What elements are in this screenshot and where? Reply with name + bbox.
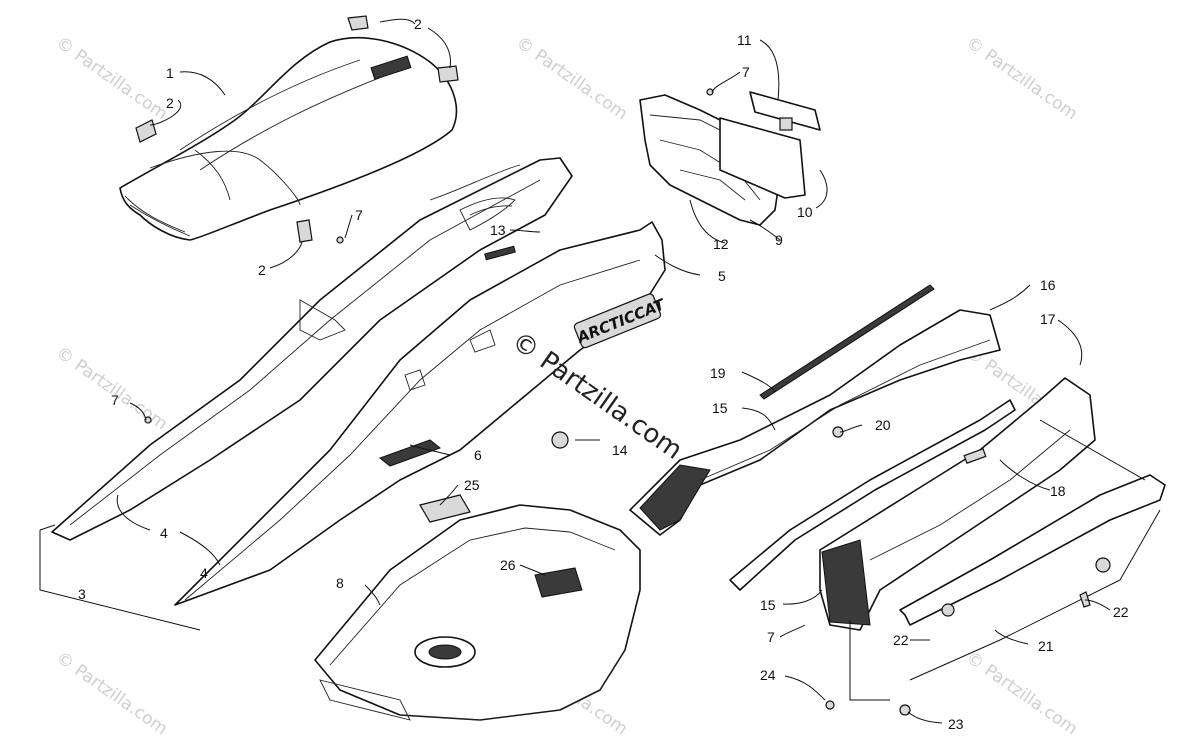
callout-26: 26 — [500, 557, 516, 573]
callout-2c: 2 — [258, 262, 266, 278]
callout-16: 16 — [1040, 277, 1056, 293]
callout-23: 23 — [948, 716, 964, 732]
callout-10: 10 — [797, 204, 813, 220]
callout-18: 18 — [1050, 483, 1066, 499]
callout-6: 6 — [474, 447, 482, 463]
callout-7d: 7 — [767, 629, 775, 645]
callout-19: 19 — [710, 365, 726, 381]
callout-22a: 22 — [893, 632, 909, 648]
callout-14: 14 — [612, 442, 628, 458]
callout-17: 17 — [1040, 311, 1056, 327]
part-21-grab-bar — [729, 399, 1166, 681]
part-25-decal — [419, 494, 471, 523]
callout-21: 21 — [1038, 638, 1054, 654]
callout-numbers: 1 2 2 2 7 7 7 11 7 10 12 9 13 5 3 4 6 14… — [78, 16, 1129, 732]
callout-3: 3 — [78, 586, 86, 602]
part-4-left-side-rail — [51, 157, 573, 541]
callout-7c: 7 — [742, 64, 750, 80]
leader-lines — [116, 18, 1111, 724]
watermark-top-center: © Partzilla.com — [512, 33, 631, 125]
callout-25: 25 — [464, 477, 480, 493]
watermark-bottom-right: © Partzilla.com — [962, 648, 1081, 740]
callout-4b: 4 — [200, 565, 208, 581]
callout-11: 11 — [737, 32, 752, 48]
callout-15a: 15 — [712, 400, 728, 416]
part-8-storage-tub — [314, 504, 641, 721]
callout-4a: 4 — [160, 525, 168, 541]
callout-2a: 2 — [414, 16, 422, 32]
callout-9: 9 — [775, 232, 783, 248]
watermark-top-right: © Partzilla.com — [962, 33, 1081, 125]
callout-15b: 15 — [760, 597, 776, 613]
part-3-bracket — [39, 524, 201, 631]
watermark-bottom-left: © Partzilla.com — [52, 648, 171, 740]
callout-22b: 22 — [1113, 604, 1129, 620]
watermark-mid-left: © Partzilla.com — [52, 343, 171, 435]
callout-1: 1 — [166, 65, 174, 81]
hardware-pieces — [144, 88, 1111, 716]
callout-5: 5 — [718, 268, 726, 284]
callout-7a: 7 — [355, 207, 363, 223]
callout-7b: 7 — [111, 392, 119, 408]
part-15-rear-bumper-right — [819, 377, 1096, 631]
part-19-strip — [759, 284, 935, 400]
callout-2b: 2 — [166, 95, 174, 111]
callout-24: 24 — [760, 667, 776, 683]
callout-12: 12 — [713, 236, 729, 252]
callout-8: 8 — [336, 575, 344, 591]
callout-20: 20 — [875, 417, 891, 433]
part-1-cover — [119, 36, 458, 241]
part-10-11-taillight-parts — [719, 91, 821, 199]
watermark-center: © Partzilla.com — [506, 326, 688, 466]
part-15-rear-bumper-left — [629, 309, 1001, 536]
callout-13: 13 — [490, 222, 506, 238]
watermark-top-left: © Partzilla.com — [52, 33, 171, 125]
part-2-clips — [135, 15, 459, 243]
